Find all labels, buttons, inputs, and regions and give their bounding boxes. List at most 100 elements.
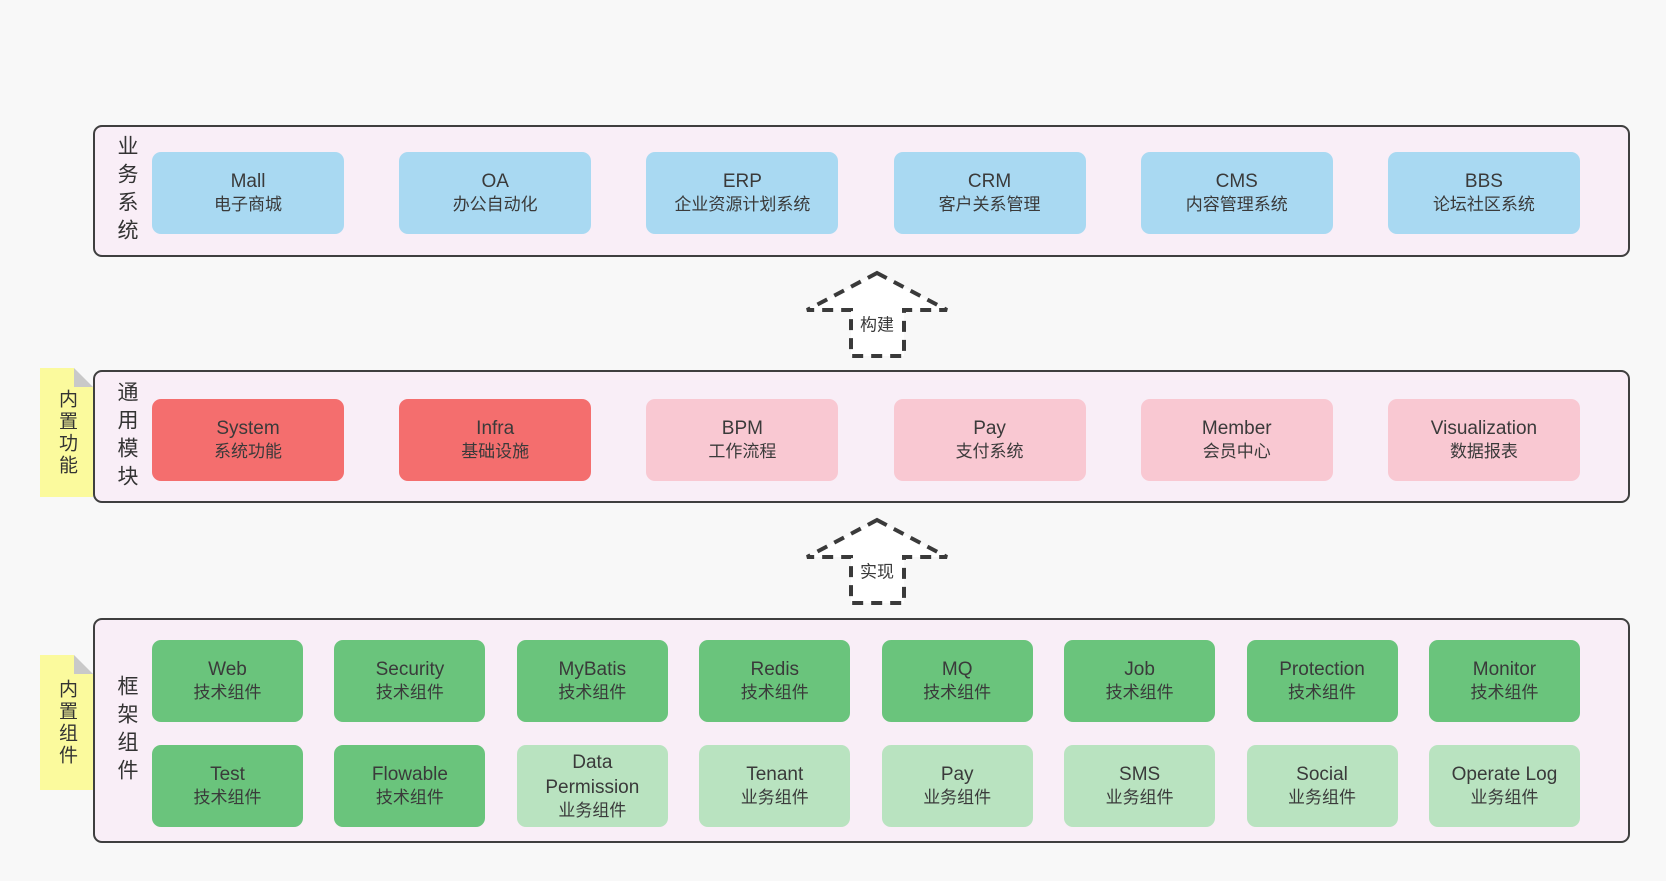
component-name: Infra [476, 418, 515, 440]
component-desc: 技术组件 [1105, 683, 1174, 703]
component-name: ERP [722, 171, 762, 193]
business-panel-label: 业务系统 [115, 135, 138, 247]
component-name: Member [1201, 418, 1272, 440]
component-name: MyBatis [558, 659, 627, 681]
component-name: System [216, 418, 280, 440]
builtin-components-tag-label: 内置组件 [56, 678, 77, 767]
builtin-components-tag: 内置组件 [40, 655, 93, 790]
component-desc: 技术组件 [375, 788, 444, 808]
builtin-features-tag: 内置功能 [40, 368, 93, 497]
component-name: SMS [1119, 764, 1161, 786]
implement-arrow: 实现 [806, 516, 948, 606]
modules-panel-label: 通用模块 [115, 380, 138, 493]
component-name: Protection [1279, 659, 1365, 681]
component-name: Data Permission [545, 751, 640, 798]
component-desc: 技术组件 [1288, 683, 1357, 703]
component-name: CMS [1215, 171, 1258, 193]
component-name: Security [375, 659, 445, 681]
component-desc: 办公自动化 [452, 195, 538, 215]
component-name: Visualization [1430, 418, 1538, 440]
implement-arrow-label: 实现 [856, 556, 898, 584]
component-desc: 业务组件 [1105, 788, 1174, 808]
component-name: Redis [750, 659, 800, 681]
component-desc: 支付系统 [955, 442, 1024, 462]
component-name: CRM [967, 171, 1012, 193]
component-name: Pay [973, 418, 1006, 440]
component-desc: 电子商城 [214, 195, 282, 215]
component-name: BPM [721, 418, 763, 440]
component-desc: 业务组件 [740, 788, 809, 808]
component-name: BBS [1464, 171, 1503, 193]
component-desc: 技术组件 [193, 788, 262, 808]
component-desc: 技术组件 [193, 683, 262, 703]
component-desc: 技术组件 [1470, 683, 1539, 703]
component-desc: 客户关系管理 [938, 195, 1041, 215]
component-desc: 业务组件 [1470, 788, 1539, 808]
component-name: MQ [941, 659, 973, 681]
component-name: Test [210, 764, 245, 786]
component-desc: 论坛社区系统 [1432, 195, 1535, 215]
component-desc: 工作流程 [708, 442, 777, 462]
component-desc: 基础设施 [461, 442, 530, 462]
component-desc: 技术组件 [740, 683, 809, 703]
component-desc: 数据报表 [1449, 442, 1518, 462]
component-name: Web [208, 659, 247, 681]
component-name: Social [1296, 764, 1348, 786]
component-desc: 企业资源计划系统 [674, 195, 811, 215]
component-name: Operate Log [1451, 764, 1558, 786]
component-name: Pay [940, 764, 974, 786]
component-desc: 系统功能 [214, 442, 282, 462]
component-name: Job [1124, 659, 1155, 681]
component-name: Tenant [746, 764, 804, 786]
component-desc: 业务组件 [558, 800, 627, 820]
build-arrow: 构建 [806, 269, 948, 359]
component-desc: 技术组件 [923, 683, 992, 703]
framework-panel-label: 框架组件 [115, 674, 138, 787]
component-name: Mall [230, 171, 266, 193]
component-desc: 业务组件 [923, 788, 992, 808]
component-name: Monitor [1472, 659, 1537, 681]
builtin-features-tag-label: 内置功能 [56, 388, 77, 477]
component-name: Flowable [371, 764, 448, 786]
component-desc: 会员中心 [1202, 442, 1271, 462]
component-desc: 技术组件 [375, 683, 444, 703]
component-desc: 业务组件 [1288, 788, 1357, 808]
component-desc: 技术组件 [558, 683, 627, 703]
component-name: OA [481, 171, 509, 193]
